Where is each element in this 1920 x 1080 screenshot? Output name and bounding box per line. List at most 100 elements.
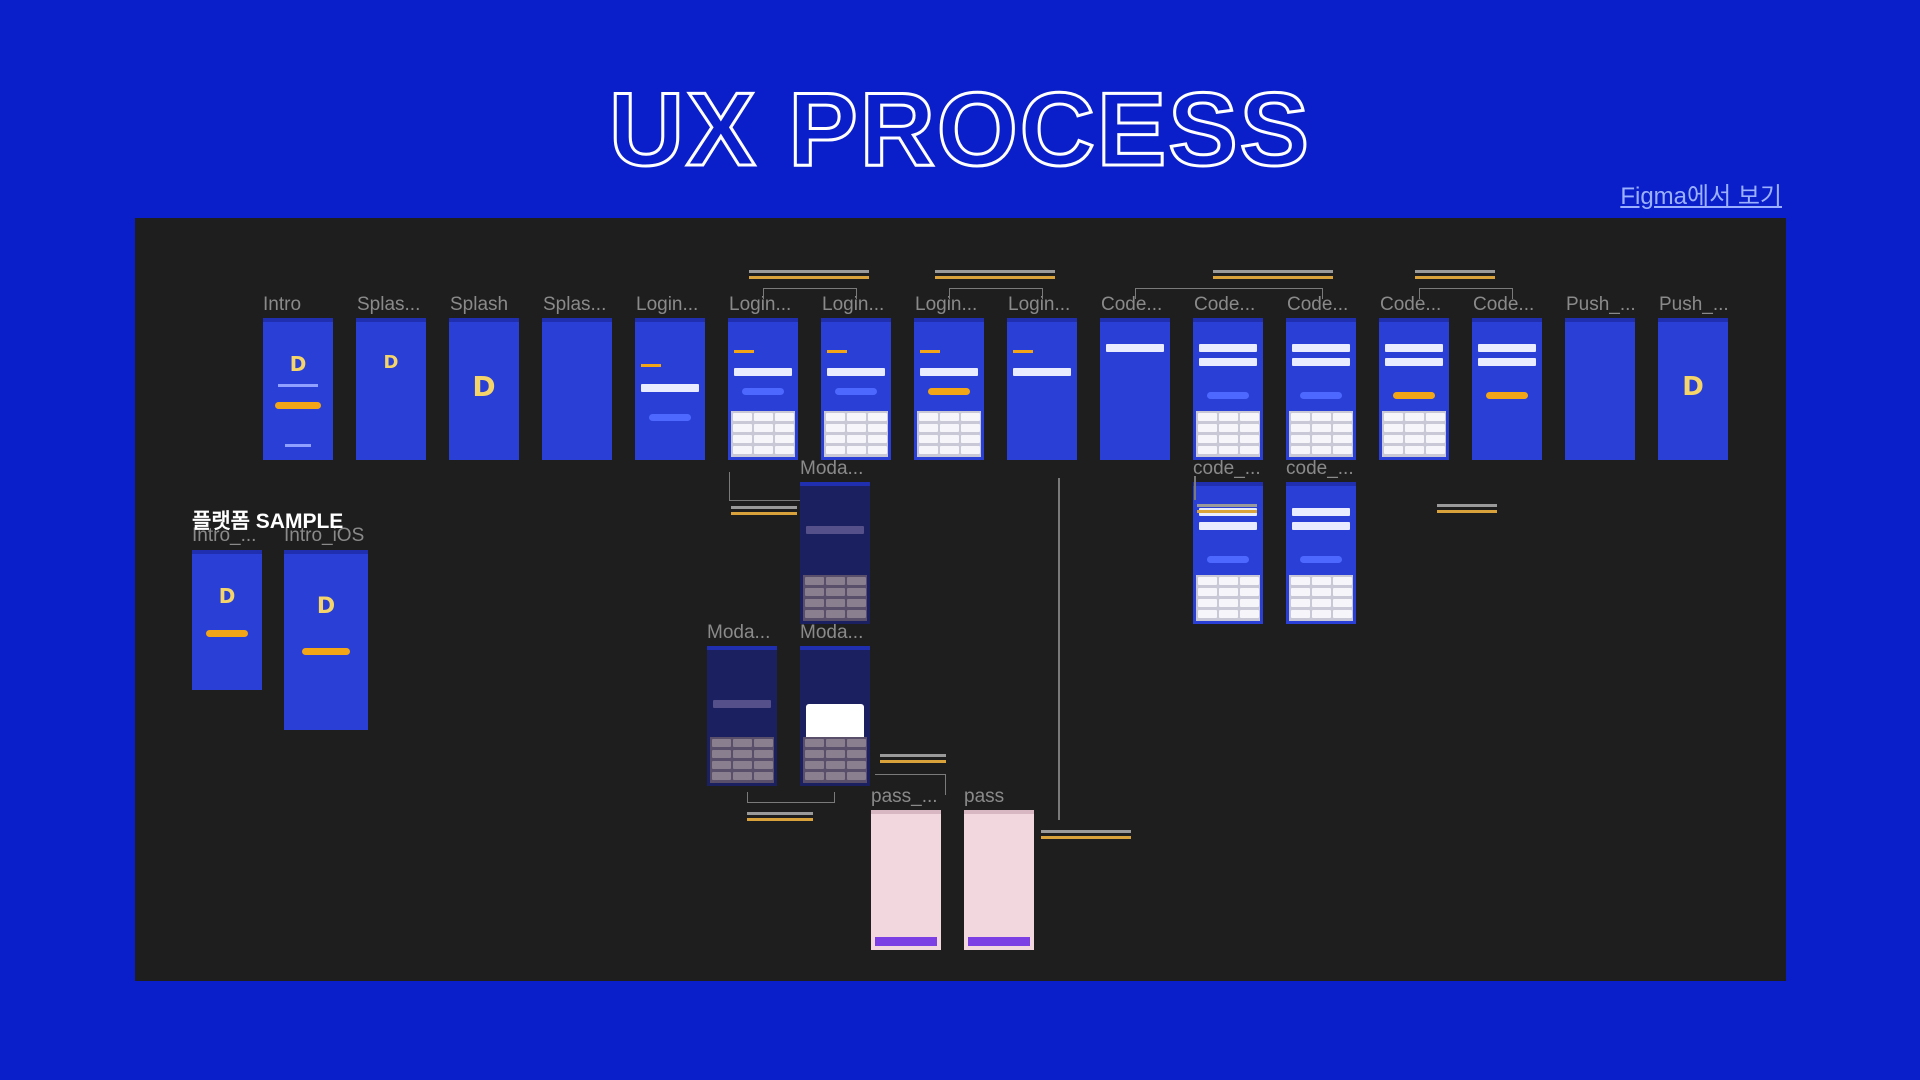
code-field bbox=[1478, 358, 1536, 366]
heading-line bbox=[827, 350, 847, 353]
figma-link[interactable]: Figma에서 보기 bbox=[1620, 183, 1782, 210]
keypad bbox=[1289, 575, 1353, 621]
frame-label: Login... bbox=[915, 294, 978, 315]
phone-field bbox=[920, 368, 978, 376]
frame-label: code_... bbox=[1286, 458, 1354, 479]
field bbox=[713, 700, 771, 708]
frame-login-1[interactable] bbox=[635, 318, 705, 460]
phone-field bbox=[1385, 344, 1443, 352]
frame-login-2[interactable] bbox=[728, 318, 798, 460]
text-line bbox=[278, 384, 318, 387]
frame-intro-android[interactable]: D bbox=[192, 550, 262, 690]
heading-line bbox=[920, 350, 940, 353]
login-button bbox=[928, 388, 970, 395]
frame-label: Login... bbox=[636, 294, 699, 315]
sample-section-title: 플랫폼 SAMPLE bbox=[192, 510, 344, 533]
frame-pass-1[interactable] bbox=[871, 810, 941, 950]
flow-bracket bbox=[747, 792, 835, 803]
confirm-button bbox=[1207, 556, 1249, 563]
frame-label: Intro_... bbox=[192, 525, 257, 546]
flow-bracket bbox=[1194, 476, 1196, 500]
flow-bracket bbox=[763, 288, 857, 299]
phone-field bbox=[827, 368, 885, 376]
frame-label: Code... bbox=[1380, 294, 1442, 315]
annotation-note bbox=[731, 506, 797, 518]
keypad bbox=[824, 411, 888, 457]
frame-splash-1[interactable]: D bbox=[356, 318, 426, 460]
frame-push-1[interactable] bbox=[1565, 318, 1635, 460]
annotation-note bbox=[1213, 270, 1333, 282]
flow-bracket bbox=[1058, 478, 1060, 820]
annotation-note bbox=[935, 270, 1055, 282]
frame-splash-2[interactable]: D bbox=[449, 318, 519, 460]
login-button bbox=[835, 388, 877, 395]
frame-label: Code... bbox=[1473, 294, 1535, 315]
frame-login-5[interactable] bbox=[1007, 318, 1077, 460]
frame-code-4[interactable] bbox=[1379, 318, 1449, 460]
code-field bbox=[1199, 522, 1257, 530]
phone-field bbox=[641, 384, 699, 392]
figma-board: Intro Splas... Splash Splas... Login... … bbox=[135, 218, 1786, 981]
start-button bbox=[302, 648, 350, 655]
frame-code-5[interactable] bbox=[1472, 318, 1542, 460]
frame-label: Push_... bbox=[1659, 294, 1729, 315]
phone-field bbox=[1478, 344, 1536, 352]
annotation-note bbox=[1041, 830, 1131, 842]
keypad bbox=[803, 575, 867, 621]
code-field bbox=[1292, 522, 1350, 530]
pass-button bbox=[875, 937, 937, 946]
frame-code-1[interactable] bbox=[1100, 318, 1170, 460]
frame-intro[interactable]: D bbox=[263, 318, 333, 460]
code-field bbox=[1385, 358, 1443, 366]
keypad bbox=[1196, 575, 1260, 621]
annotation-note bbox=[747, 812, 813, 824]
frame-intro-ios[interactable]: D bbox=[284, 550, 368, 730]
keypad bbox=[1289, 411, 1353, 457]
frame-label: Intro_iOS bbox=[284, 525, 365, 546]
frame-login-3[interactable] bbox=[821, 318, 891, 460]
frame-code-3[interactable] bbox=[1286, 318, 1356, 460]
frame-push-2[interactable]: D bbox=[1658, 318, 1728, 460]
flow-bracket bbox=[1419, 288, 1513, 299]
keypad bbox=[710, 737, 774, 783]
frame-label: Splas... bbox=[357, 294, 421, 315]
app-logo: D bbox=[1682, 372, 1704, 402]
field bbox=[806, 526, 864, 534]
heading-line bbox=[641, 364, 661, 367]
flow-bracket bbox=[1135, 288, 1323, 299]
flow-bracket bbox=[949, 288, 1043, 299]
start-button bbox=[206, 630, 248, 637]
frame-modal-2[interactable] bbox=[707, 646, 777, 786]
phone-field bbox=[1292, 344, 1350, 352]
frame-login-4[interactable] bbox=[914, 318, 984, 460]
heading-line bbox=[1013, 350, 1033, 353]
phone-field bbox=[734, 368, 792, 376]
flow-bracket bbox=[875, 774, 946, 795]
confirm-button bbox=[1486, 392, 1528, 399]
frame-label: Intro bbox=[263, 294, 302, 315]
annotation-note bbox=[880, 754, 946, 766]
confirm-button bbox=[1393, 392, 1435, 399]
frame-label: Moda... bbox=[707, 622, 771, 643]
frame-label: pass_... bbox=[871, 786, 938, 807]
keypad bbox=[917, 411, 981, 457]
frame-label: Code... bbox=[1194, 294, 1256, 315]
annotation-note bbox=[1197, 504, 1257, 516]
confirm-button bbox=[1300, 392, 1342, 399]
app-logo: D bbox=[289, 352, 307, 376]
frame-code-retry[interactable] bbox=[1286, 482, 1356, 624]
frame-splash-3[interactable] bbox=[542, 318, 612, 460]
keypad bbox=[803, 737, 867, 783]
frame-label: Login... bbox=[1008, 294, 1071, 315]
frame-modal-3[interactable] bbox=[800, 646, 870, 786]
code-field bbox=[1199, 358, 1257, 366]
frame-label: Login... bbox=[729, 294, 792, 315]
frame-label: Login... bbox=[822, 294, 885, 315]
frame-label: Moda... bbox=[800, 622, 864, 643]
flow-bracket bbox=[729, 472, 800, 501]
app-logo: D bbox=[218, 584, 236, 608]
frame-modal-1[interactable] bbox=[800, 482, 870, 624]
frame-code-2[interactable] bbox=[1193, 318, 1263, 460]
frame-pass-2[interactable] bbox=[964, 810, 1034, 950]
frame-label: pass bbox=[964, 786, 1005, 807]
